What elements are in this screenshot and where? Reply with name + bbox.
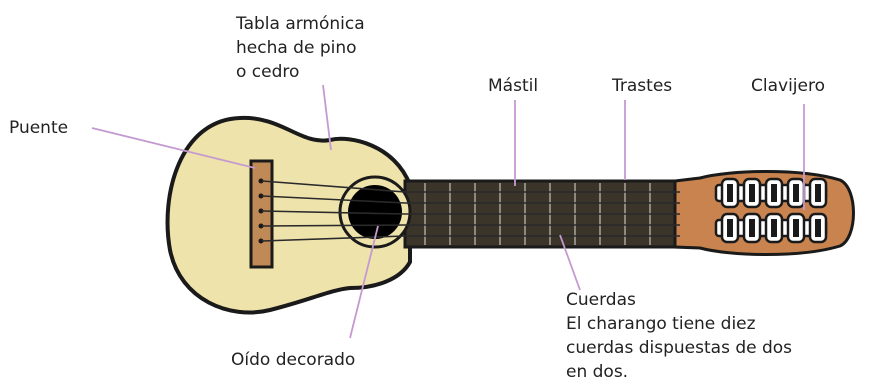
tuning-peg-hole [793,219,799,237]
sound-hole [348,185,402,239]
leader-cuerdas [559,234,581,291]
string [261,210,406,215]
strings [261,180,680,242]
bridge-pin [258,223,264,229]
bridge-pin [258,208,264,214]
string [261,235,406,242]
label-trastes: Trastes [612,76,673,96]
leader-puente [91,127,256,169]
string [261,195,406,204]
label-mastil: Mástil [488,76,539,96]
leader-lines [91,84,805,339]
tuning-peg-hole [749,184,755,202]
bridge-pin [258,238,264,244]
bridge-pins [258,178,264,244]
tuning-peg-hole [771,184,777,202]
bridge-pin [258,193,264,199]
string [261,180,406,193]
label-oido-decorado: Oído decorado [231,350,356,370]
label-cuerdas-line-4: en dos. [566,362,629,382]
string [261,224,406,227]
label-cuerdas: Cuerdas El charango tiene diez cuerdas d… [566,288,792,384]
label-cuerdas-line-3: cuerdas dispuestas de dos [566,338,793,358]
label-tabla-line-2: hecha de pino [236,38,357,58]
tuning-peg-hole [749,219,755,237]
tuning-peg-hole [727,219,733,237]
label-cuerdas-line-2: El charango tiene diez [566,314,756,334]
tuning-peg-hole [793,184,799,202]
leader-tabla [322,84,332,151]
leader-oido [349,225,379,339]
label-clavijero: Clavijero [751,76,825,96]
tuning-peg-hole [815,184,821,202]
tuning-peg-hole [727,184,733,202]
label-puente: Puente [9,118,69,138]
label-tabla-line-1: Tabla armónica [236,14,365,34]
tuning-peg-hole [815,219,821,237]
tuning-peg-hole [771,219,777,237]
label-tabla-armonica: Tabla armónica hecha de pino o cedro [236,12,365,84]
label-cuerdas-line-1: Cuerdas [566,290,636,310]
tuning-pegs [714,177,828,244]
bridge-pin [258,178,264,184]
label-tabla-line-3: o cedro [236,62,300,82]
bridge [249,159,274,269]
